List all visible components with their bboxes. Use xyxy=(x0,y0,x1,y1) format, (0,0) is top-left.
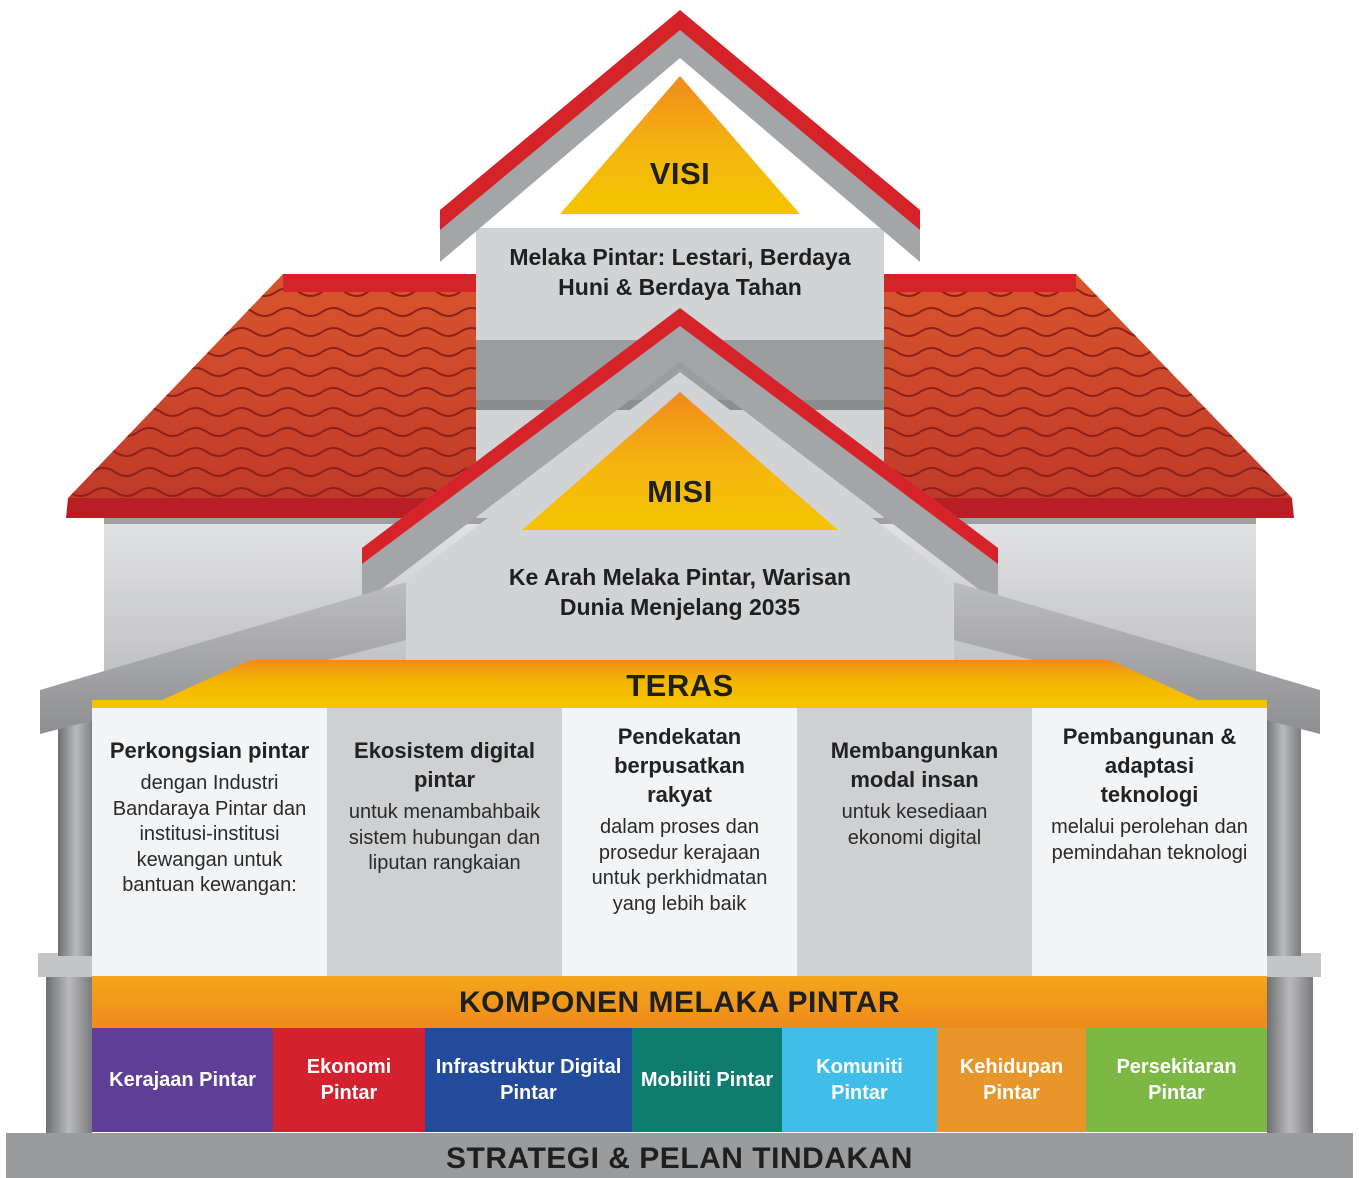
visi-triangle xyxy=(560,76,800,214)
foundation-bar xyxy=(6,1133,1353,1178)
komponen-item-label: Infrastruktur Digital Pintar xyxy=(435,1056,622,1104)
teras-pillar-body: melalui perolehan dan pemindahan teknolo… xyxy=(1051,816,1248,864)
komponen-item-kerajaan: Kerajaan Pintar xyxy=(92,1028,273,1132)
teras-pillar-2: Ekosistem digital pintar untuk menambahb… xyxy=(327,708,562,976)
visi-statement-line2: Huni & Berdaya Tahan xyxy=(558,274,802,300)
komponen-item-kehidupan: Kehidupan Pintar xyxy=(937,1028,1086,1132)
komponen-item-persekitaran: Persekitaran Pintar xyxy=(1086,1028,1267,1132)
teras-pillar-body: dalam proses dan prosedur kerajaan untuk… xyxy=(591,816,768,915)
komponen-item-label: Ekonomi Pintar xyxy=(306,1056,392,1104)
teras-pillar-body: dengan Industri Bandaraya Pintar dan ins… xyxy=(112,772,307,896)
misi-heading: MISI xyxy=(647,474,713,509)
teras-pillar-body: untuk menambahbaik sistem hubungan dan l… xyxy=(348,801,541,874)
teras-pillar-title: Pendekatan berpusatkan rakyat xyxy=(614,724,745,807)
strategi-heading: STRATEGI & PELAN TINDAKAN xyxy=(446,1142,913,1175)
teras-pillar-title: Pembangunan & adaptasi teknologi xyxy=(1062,724,1237,807)
teras-band xyxy=(140,660,1220,710)
misi-triangle xyxy=(522,392,838,530)
teras-pillar-body: untuk kesediaan ekonomi digital xyxy=(841,801,988,849)
left-upper-pillar xyxy=(58,712,94,956)
teras-pillar-title: Perkongsian pintar xyxy=(109,738,310,763)
komponen-item-label: Mobiliti Pintar xyxy=(640,1069,774,1091)
visi-heading: VISI xyxy=(649,156,711,191)
misi-statement: Ke Arah Melaka Pintar, Warisan Dunia Men… xyxy=(446,562,914,622)
komponen-item-label: Kerajaan Pintar xyxy=(109,1069,256,1091)
left-teras-beam xyxy=(40,582,406,734)
misi-statement-line1: Ke Arah Melaka Pintar, Warisan xyxy=(508,564,852,590)
komponen-item-infrastruktur: Infrastruktur Digital Pintar xyxy=(425,1028,632,1132)
komponen-item-mobiliti: Mobiliti Pintar xyxy=(632,1028,782,1132)
visi-statement: Melaka Pintar: Lestari, Berdaya Huni & B… xyxy=(468,242,892,302)
right-teras-beam xyxy=(954,582,1320,734)
komponen-band xyxy=(92,976,1267,1028)
komponen-item-label: Persekitaran Pintar xyxy=(1116,1056,1237,1104)
komponen-item-label: Komuniti Pintar xyxy=(816,1056,903,1104)
teras-pillar-5: Pembangunan & adaptasi teknologi melalui… xyxy=(1032,708,1267,976)
right-upper-pillar xyxy=(1265,712,1301,956)
teras-pillar-title: Ekosistem digital pintar xyxy=(354,738,535,792)
komponen-heading: KOMPONEN MELAKA PINTAR xyxy=(459,986,900,1019)
right-base-pillar xyxy=(1267,975,1313,1133)
visi-statement-line1: Melaka Pintar: Lestari, Berdaya xyxy=(509,244,851,270)
teras-heading: TERAS xyxy=(626,668,734,703)
teras-pillar-3: Pendekatan berpusatkan rakyat dalam pros… xyxy=(562,708,797,976)
teras-pillar-title: Membangunkan modal insan xyxy=(830,738,999,792)
teras-pillar-1: Perkongsian pintar dengan Industri Banda… xyxy=(92,708,327,976)
komponen-item-ekonomi: Ekonomi Pintar xyxy=(273,1028,425,1132)
komponen-item-komuniti: Komuniti Pintar xyxy=(782,1028,937,1132)
left-base-pillar xyxy=(46,975,92,1133)
misi-statement-line2: Dunia Menjelang 2035 xyxy=(559,594,801,620)
teras-pillar-4: Membangunkan modal insan untuk kesediaan… xyxy=(797,708,1032,976)
komponen-item-label: Kehidupan Pintar xyxy=(959,1056,1064,1104)
